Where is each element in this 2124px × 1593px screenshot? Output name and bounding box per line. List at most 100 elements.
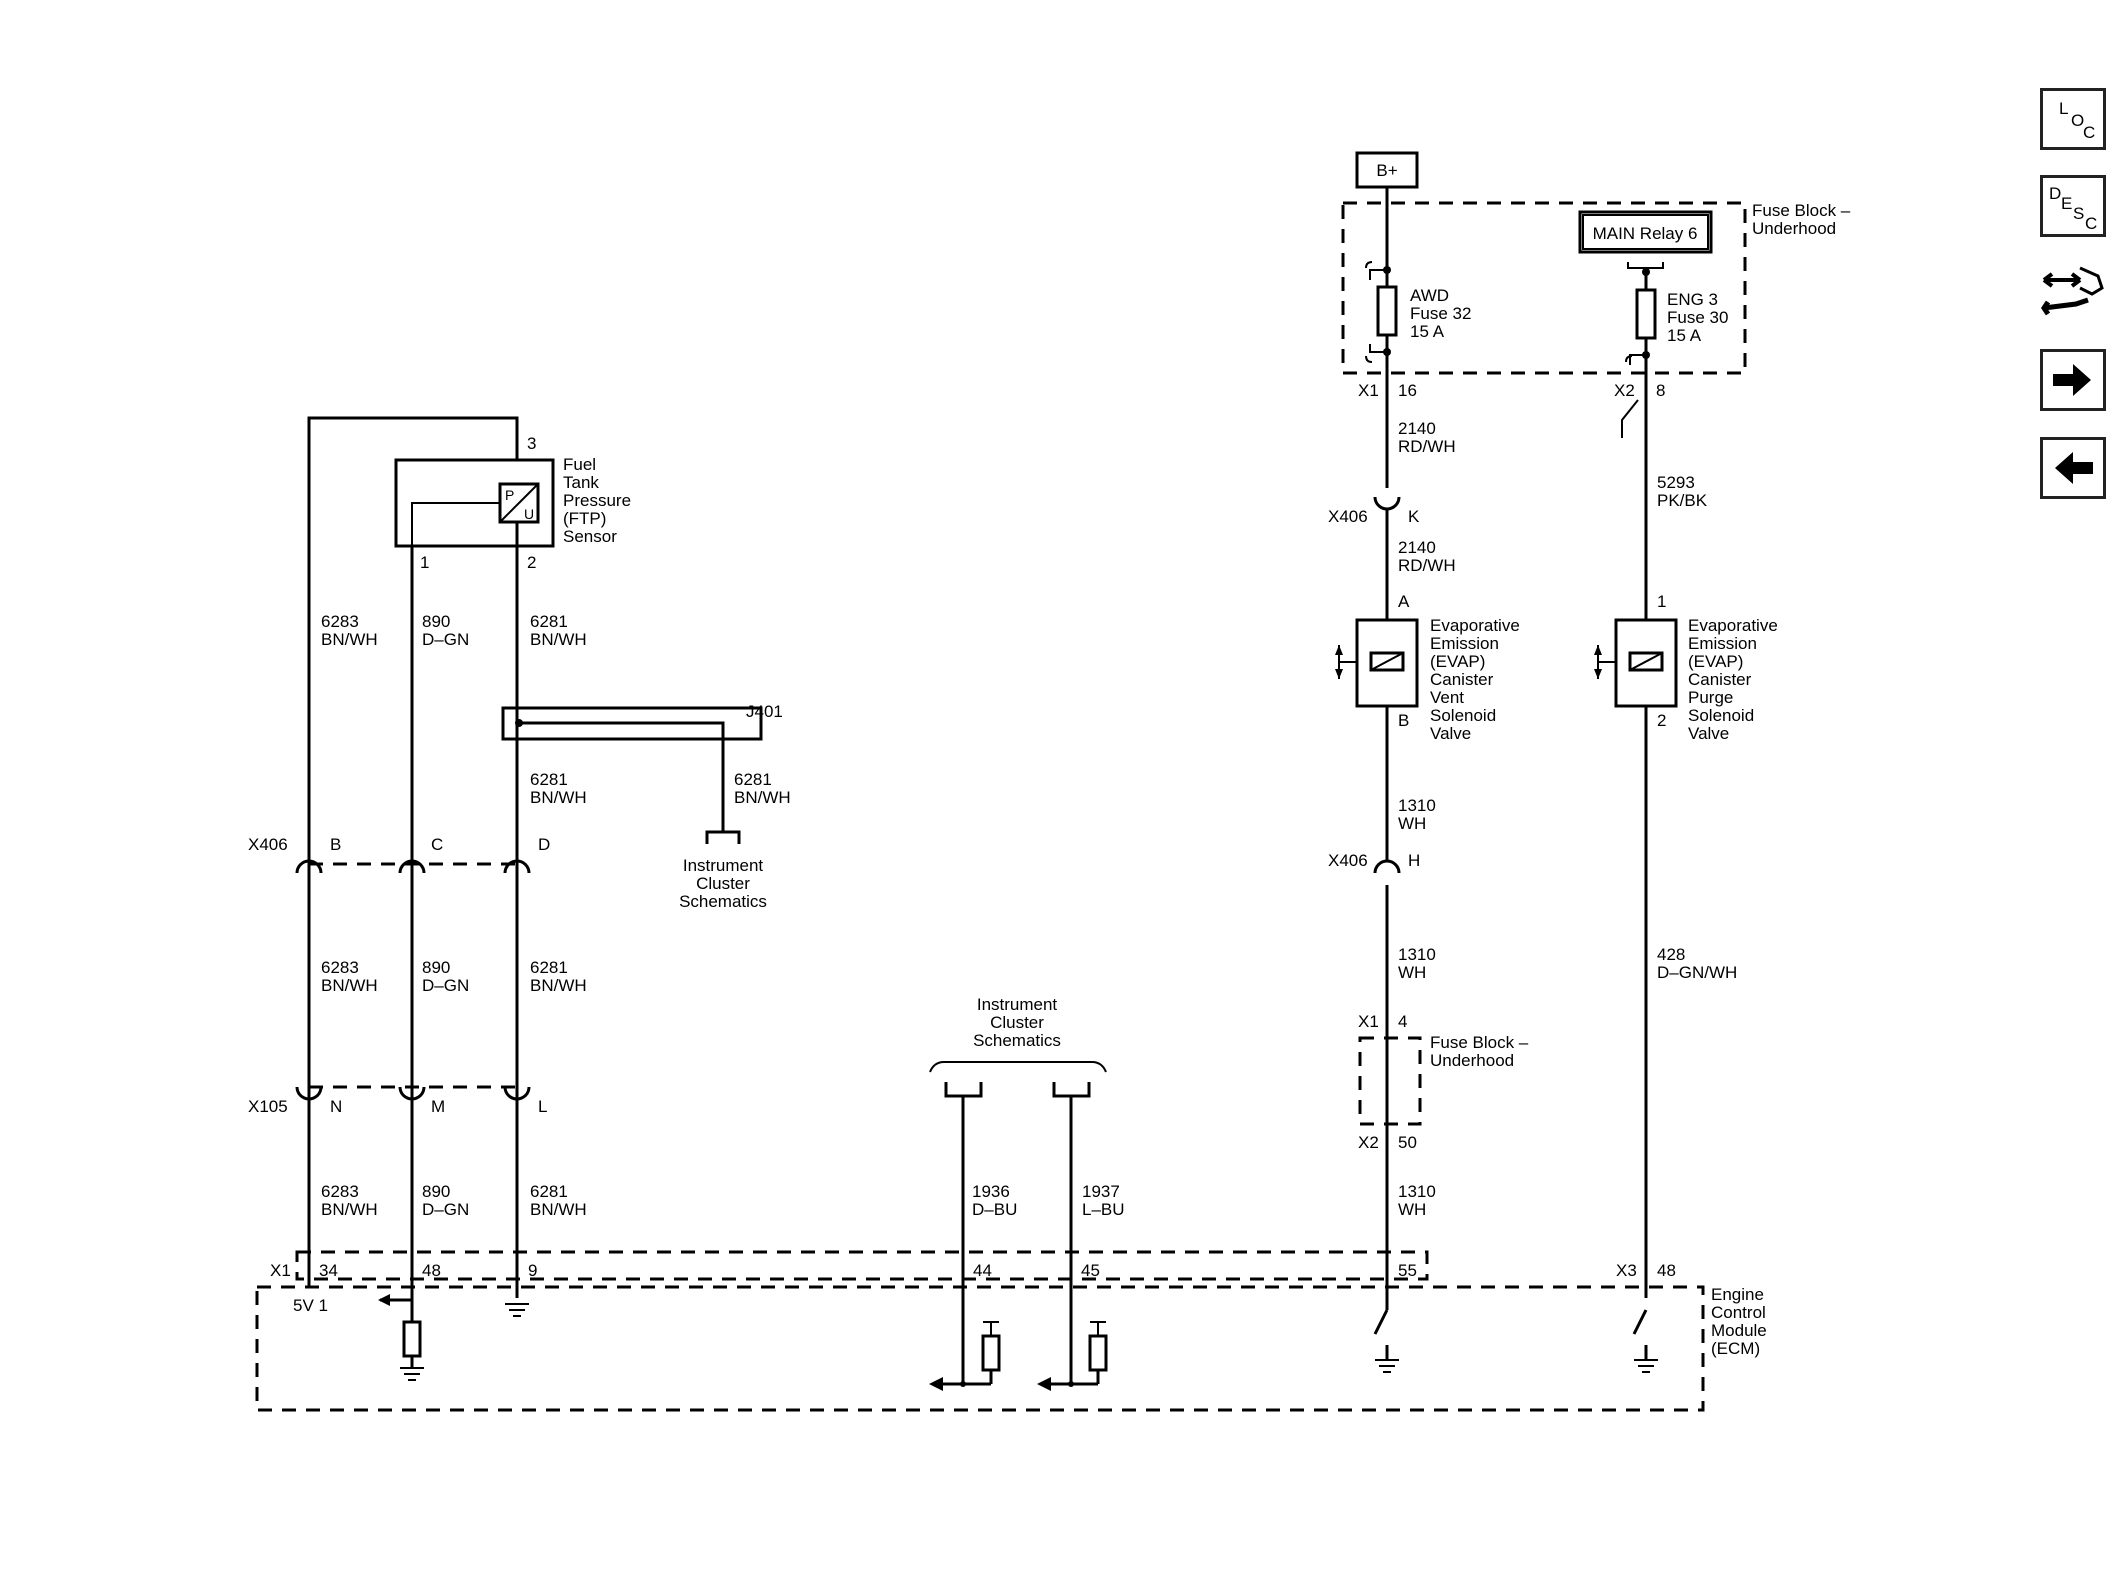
vent-valve-5: Vent bbox=[1430, 688, 1464, 707]
fuse-block-top-2: Underhood bbox=[1752, 219, 1836, 238]
fuse-block-mid-2: Underhood bbox=[1430, 1051, 1514, 1070]
eng-fuse-3: 15 A bbox=[1667, 326, 1702, 345]
purge-valve-5: Purge bbox=[1688, 688, 1733, 707]
location-button[interactable]: L O C bbox=[2040, 88, 2106, 150]
fuse-block-underhood-top bbox=[1341, 201, 1747, 375]
wire-6281-num-2: 6281 bbox=[530, 958, 568, 977]
fuse-block-top-1: Fuse Block – bbox=[1752, 201, 1851, 220]
ground-icon bbox=[1375, 1359, 1399, 1373]
ecm-pin-34: 34 bbox=[319, 1261, 338, 1280]
x406-h-name: X406 bbox=[1328, 851, 1368, 870]
pin-16: 16 bbox=[1398, 381, 1417, 400]
ecm-pin-48: 48 bbox=[422, 1261, 441, 1280]
arrow-right-icon bbox=[2053, 364, 2091, 396]
x105-pin-n: N bbox=[330, 1097, 342, 1116]
pin-1: 1 bbox=[420, 553, 429, 572]
wire-6283-num-2: 6283 bbox=[321, 958, 359, 977]
wire-6281-color-2: BN/WH bbox=[530, 976, 587, 995]
wire-6281-num: 6281 bbox=[530, 612, 568, 631]
ftp-label-4: (FTP) bbox=[563, 509, 606, 528]
wire-6281-color-3: BN/WH bbox=[530, 1200, 587, 1219]
cluster-ref-3: Schematics bbox=[973, 1031, 1061, 1050]
next-page-button[interactable] bbox=[2040, 349, 2106, 411]
pulldown-resistor-icon bbox=[402, 1320, 422, 1358]
connector-x105: X105 N M L bbox=[248, 1085, 547, 1116]
vent-valve-6: Solenoid bbox=[1430, 706, 1496, 725]
description-button[interactable]: D E S C bbox=[2040, 175, 2106, 237]
pullup-resistor-icon bbox=[1088, 1334, 1108, 1372]
ecm-x1-connector bbox=[295, 1250, 1429, 1281]
ecm-pin-48b: 48 bbox=[1657, 1261, 1676, 1280]
splice-name: J401 bbox=[746, 702, 783, 721]
previous-page-button[interactable] bbox=[2040, 437, 2106, 499]
vent-branch: 2140 RD/WH X406 K 2140 RD/WH A B Evapora… bbox=[1328, 419, 1529, 1310]
x1-label-top: X1 bbox=[1358, 381, 1379, 400]
x105-name: X105 bbox=[248, 1097, 288, 1116]
purge-valve-1: Evaporative bbox=[1688, 616, 1778, 635]
wire-5293-num: 5293 bbox=[1657, 473, 1695, 492]
ground-icon bbox=[505, 1303, 529, 1317]
wire-6283-color-3: BN/WH bbox=[321, 1200, 378, 1219]
wire-1310-num-a: 1310 bbox=[1398, 796, 1436, 815]
ecm-label-1: Engine bbox=[1711, 1285, 1764, 1304]
wire-890-color-3: D–GN bbox=[422, 1200, 469, 1219]
purge-valve-7: Valve bbox=[1688, 724, 1729, 743]
wire-2140-num-a: 2140 bbox=[1398, 419, 1436, 438]
ftp-label-3: Pressure bbox=[563, 491, 631, 510]
x406-pin-k: K bbox=[1408, 507, 1420, 526]
wire-6283-color-2: BN/WH bbox=[321, 976, 378, 995]
ecm-box bbox=[255, 1285, 1705, 1412]
vent-valve-7: Valve bbox=[1430, 724, 1471, 743]
main-relay-box bbox=[1578, 210, 1713, 254]
ground-icon bbox=[1634, 1359, 1658, 1373]
wire-1310-num-c: 1310 bbox=[1398, 1182, 1436, 1201]
fb-x1-name: X1 bbox=[1358, 1012, 1379, 1031]
vent-valve-4: Canister bbox=[1430, 670, 1494, 689]
desc-letter-c: C bbox=[2085, 214, 2098, 233]
bplus-label: B+ bbox=[1376, 161, 1397, 180]
x406-pin-b: B bbox=[330, 835, 341, 854]
fb-pin-50: 50 bbox=[1398, 1133, 1417, 1152]
wire-6283-num-3: 6283 bbox=[321, 1182, 359, 1201]
ecm-pin-55: 55 bbox=[1398, 1261, 1417, 1280]
wire-6281-num-b: 6281 bbox=[530, 770, 568, 789]
splice-ref-3: Schematics bbox=[679, 892, 767, 911]
splice-ref-2: Cluster bbox=[696, 874, 750, 893]
x406-k-name: X406 bbox=[1328, 507, 1368, 526]
x406-pin-h: H bbox=[1408, 851, 1420, 870]
ecm-label-4: (ECM) bbox=[1711, 1339, 1760, 1358]
left-wire-labels: 6283 BN/WH 890 D–GN 6281 BN/WH 6281 BN/W… bbox=[321, 612, 587, 1219]
arrow-left-icon bbox=[2055, 452, 2093, 484]
purge-valve-6: Solenoid bbox=[1688, 706, 1754, 725]
eng-fuse-icon bbox=[1635, 288, 1657, 340]
ecm-5v-ref: 5V 1 bbox=[293, 1296, 328, 1315]
ecm-x1: X1 bbox=[270, 1261, 291, 1280]
ecm-section: X1 X3 34 48 9 44 45 55 48 5V 1 Engine Co… bbox=[255, 1250, 1767, 1412]
awd-fuse-1: AWD bbox=[1410, 286, 1449, 305]
wire-1937-color: L–BU bbox=[1082, 1200, 1125, 1219]
cluster-ref-2: Cluster bbox=[990, 1013, 1044, 1032]
wire-428-num: 428 bbox=[1657, 945, 1685, 964]
fuse-block-mid-1: Fuse Block – bbox=[1430, 1033, 1529, 1052]
wire-1310-color-b: WH bbox=[1398, 963, 1426, 982]
awd-fuse-3: 15 A bbox=[1410, 322, 1445, 341]
splice-j401: J401 6281 BN/WH Instrument Cluster Schem… bbox=[501, 702, 791, 911]
desc-letter-e: E bbox=[2061, 194, 2073, 213]
ecm-x3: X3 bbox=[1616, 1261, 1637, 1280]
x105-pin-m: M bbox=[431, 1097, 445, 1116]
purge-valve-4: Canister bbox=[1688, 670, 1752, 689]
cluster-section: Instrument Cluster Schematics 1936 D–BU … bbox=[929, 995, 1125, 1384]
voltage-ref-icon bbox=[983, 1321, 999, 1336]
wire-1310-color-c: WH bbox=[1398, 1200, 1426, 1219]
wire-1310-color-a: WH bbox=[1398, 814, 1426, 833]
wire-6281-num-3: 6281 bbox=[530, 1182, 568, 1201]
purge-branch: 5293 PK/BK 1 2 Evaporative Emission (EVA… bbox=[1594, 473, 1778, 982]
ftp-label-1: Fuel bbox=[563, 455, 596, 474]
main-relay-label: MAIN Relay 6 bbox=[1593, 224, 1698, 243]
vent-pin-a: A bbox=[1398, 592, 1410, 611]
voltage-ref-icon bbox=[1090, 1321, 1106, 1336]
connector-tools-icon[interactable] bbox=[2040, 262, 2106, 324]
desc-letter-d: D bbox=[2049, 184, 2062, 203]
splice-ref-1: Instrument bbox=[683, 856, 764, 875]
purge-pin-1: 1 bbox=[1657, 592, 1666, 611]
